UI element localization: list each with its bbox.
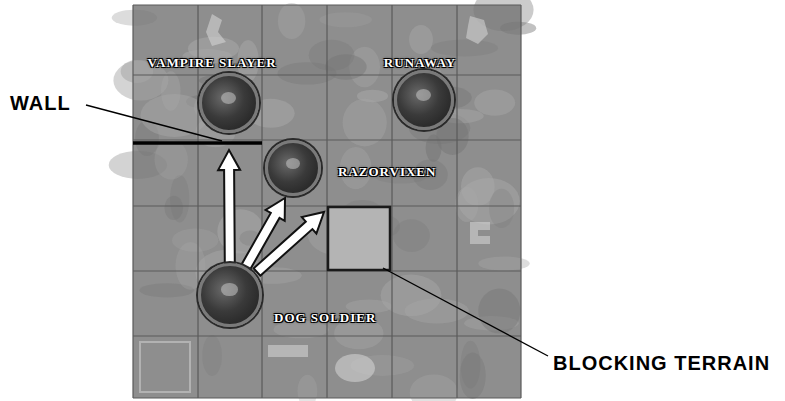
token-highlight bbox=[286, 158, 300, 169]
stone-blotch bbox=[474, 90, 515, 116]
line-of-fire-arrow bbox=[218, 150, 240, 263]
character-name: RAZORVIXEN bbox=[338, 164, 436, 180]
stone-blotch bbox=[409, 25, 433, 54]
stone-blotch bbox=[343, 99, 387, 147]
callout-label: WALL bbox=[10, 92, 71, 115]
character-node: RAZORVIXEN bbox=[262, 138, 439, 198]
grid-lines bbox=[133, 5, 521, 398]
character-node: VAMPIRE SLAYER bbox=[140, 52, 310, 150]
stone-blotch bbox=[112, 10, 157, 26]
stone-blotch bbox=[405, 299, 469, 324]
wall-line bbox=[133, 141, 262, 145]
grid-line bbox=[133, 139, 521, 140]
grid-line bbox=[133, 74, 521, 75]
figure-token bbox=[199, 73, 259, 133]
stone-blotch bbox=[431, 40, 498, 57]
figure-token bbox=[198, 263, 262, 327]
stone-blotch bbox=[278, 3, 305, 39]
token-highlight bbox=[416, 89, 431, 101]
character-node: RUNAWAY bbox=[368, 52, 480, 136]
token-highlight bbox=[221, 92, 236, 104]
grid-line bbox=[456, 5, 457, 398]
stone-blotch bbox=[357, 90, 388, 102]
stone-blotch bbox=[298, 375, 318, 401]
stone-texture bbox=[109, 0, 537, 401]
character-name: RUNAWAY bbox=[384, 55, 456, 71]
figure-token bbox=[394, 70, 454, 130]
blocking-terrain-square bbox=[328, 207, 390, 270]
callout-label: BLOCKING TERRAIN bbox=[553, 352, 770, 375]
grid-line bbox=[132, 5, 133, 398]
stone-blotch bbox=[155, 140, 188, 180]
board-ground bbox=[133, 5, 521, 398]
stone-blotch bbox=[489, 189, 514, 228]
leader-line bbox=[383, 268, 548, 356]
stone-blotch bbox=[410, 374, 458, 401]
character-name: VAMPIRE SLAYER bbox=[147, 55, 276, 71]
character-node: DOG SOLDIER bbox=[196, 262, 416, 330]
grid-line bbox=[520, 5, 521, 398]
stone-blotch bbox=[325, 54, 367, 79]
board-markings bbox=[140, 14, 490, 392]
arrow-shape bbox=[218, 150, 240, 263]
grid-line bbox=[133, 4, 521, 5]
stone-blotch bbox=[478, 289, 520, 334]
stone-blotch bbox=[165, 196, 184, 220]
arrow-shape bbox=[241, 198, 285, 270]
figure-token bbox=[265, 140, 321, 196]
stone-blotch bbox=[460, 352, 486, 399]
grid-line bbox=[326, 5, 327, 398]
grid-line bbox=[133, 397, 521, 398]
stone-blotch bbox=[478, 256, 529, 270]
character-name: DOG SOLDIER bbox=[274, 310, 376, 326]
line-of-fire-arrow bbox=[241, 198, 285, 270]
token-highlight bbox=[221, 283, 237, 296]
stone-blotch bbox=[202, 335, 222, 376]
grid-line bbox=[133, 335, 521, 336]
